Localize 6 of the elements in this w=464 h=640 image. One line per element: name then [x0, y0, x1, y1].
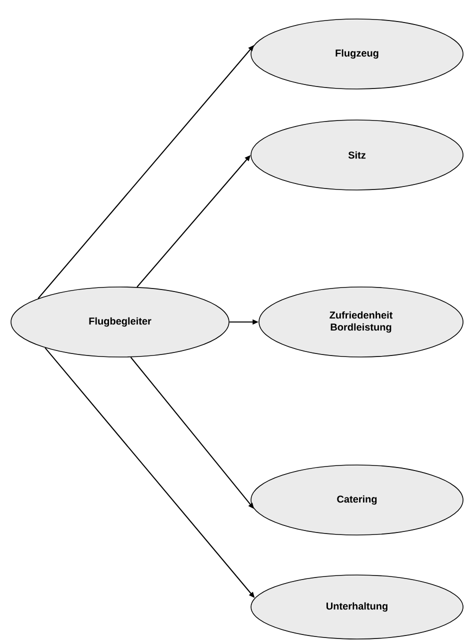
ellipse-node: Catering [250, 464, 464, 536]
ellipse-node: Flugzeug [250, 18, 464, 90]
ellipse-node: Flugbegleiter [10, 286, 230, 358]
ellipse-node: Unterhaltung [250, 574, 464, 640]
ellipse-node: Sitz [250, 120, 464, 190]
ellipse-node: Zufriedenheit Bordleistung [258, 286, 464, 358]
